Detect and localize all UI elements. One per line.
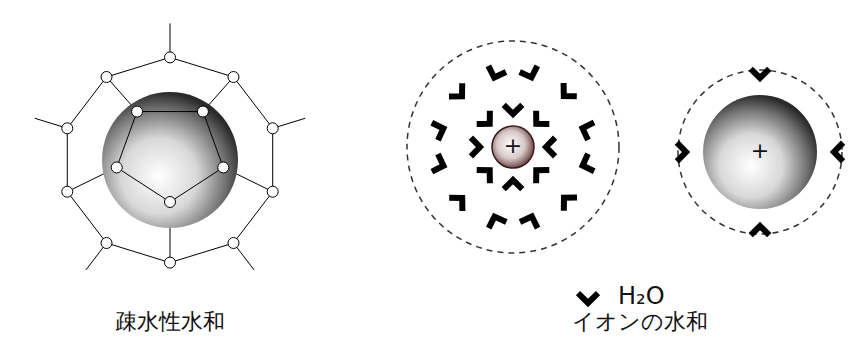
water-molecule: [564, 83, 577, 96]
cage-edge: [67, 192, 106, 243]
cage-edge: [272, 128, 273, 191]
water-molecule: [536, 111, 549, 124]
water-vertex: [228, 238, 239, 249]
water-vertex: [165, 52, 176, 63]
water-molecules: [677, 69, 843, 235]
water-molecule: [449, 198, 462, 211]
water-vertex: [101, 238, 112, 249]
water-molecule: [583, 122, 595, 140]
water-molecule: [751, 69, 770, 78]
water-vertex: [218, 162, 229, 173]
water-molecule: [546, 138, 555, 157]
cage-edge: [117, 167, 170, 202]
water-molecule: [471, 138, 480, 157]
water-molecule: [489, 217, 507, 229]
small-ion: [492, 126, 534, 168]
cage-edge: [107, 243, 170, 263]
hydrophobic-solute: [102, 92, 238, 228]
cage-edge: [203, 112, 223, 168]
cage-edge: [233, 77, 272, 128]
water-molecule: [520, 66, 538, 78]
charge-sign: +: [751, 140, 769, 162]
cage-edge: [170, 167, 223, 202]
water-molecule: [520, 217, 538, 229]
water-molecule: [564, 198, 577, 211]
water-vertex: [267, 123, 278, 134]
water-molecule: [432, 154, 444, 172]
cage-edge: [107, 57, 170, 77]
hydration-shell: [407, 41, 619, 253]
water-vertex: [228, 71, 239, 82]
water-molecule: [449, 83, 462, 96]
cage-edge: [67, 77, 106, 128]
water-vertex: [165, 257, 176, 268]
water-vertex: [165, 197, 176, 208]
large-ion: [703, 95, 817, 209]
water-molecule: [536, 170, 549, 183]
water-molecule: [751, 226, 770, 235]
cage-edge: [170, 57, 233, 77]
water-molecule: [677, 143, 686, 162]
caption-label: イオンの水和: [572, 311, 708, 333]
water-vertex: [62, 123, 73, 134]
water-symbol: [578, 293, 598, 303]
water-vertex: [62, 186, 73, 197]
cage-edge: [67, 128, 68, 191]
water-vertex: [111, 162, 122, 173]
water-molecule: [578, 293, 598, 303]
water-molecule: [488, 66, 506, 78]
water-vertex: [101, 71, 112, 82]
cage-front-lines: [62, 52, 278, 268]
cage-edge: [137, 111, 203, 112]
water-molecule: [504, 105, 523, 114]
water-molecule: [504, 180, 523, 189]
cage-edge: [170, 243, 233, 263]
water-molecules: [432, 66, 594, 228]
cage-lines: [35, 23, 305, 270]
water-molecule: [834, 143, 843, 162]
cage-edge: [117, 112, 137, 168]
cage-edge: [233, 192, 272, 243]
water-vertex: [267, 186, 278, 197]
water-molecule: [432, 123, 444, 141]
charge-sign: +: [504, 135, 522, 157]
caption-label: 疎水性水和: [115, 311, 225, 333]
water-molecule: [477, 170, 490, 183]
water-molecule: [583, 154, 595, 172]
water-molecule: [477, 111, 490, 124]
water-vertex: [197, 106, 208, 117]
legend-text: H₂O: [618, 284, 665, 308]
hydration-shell: [678, 70, 842, 234]
water-vertex: [132, 106, 143, 117]
